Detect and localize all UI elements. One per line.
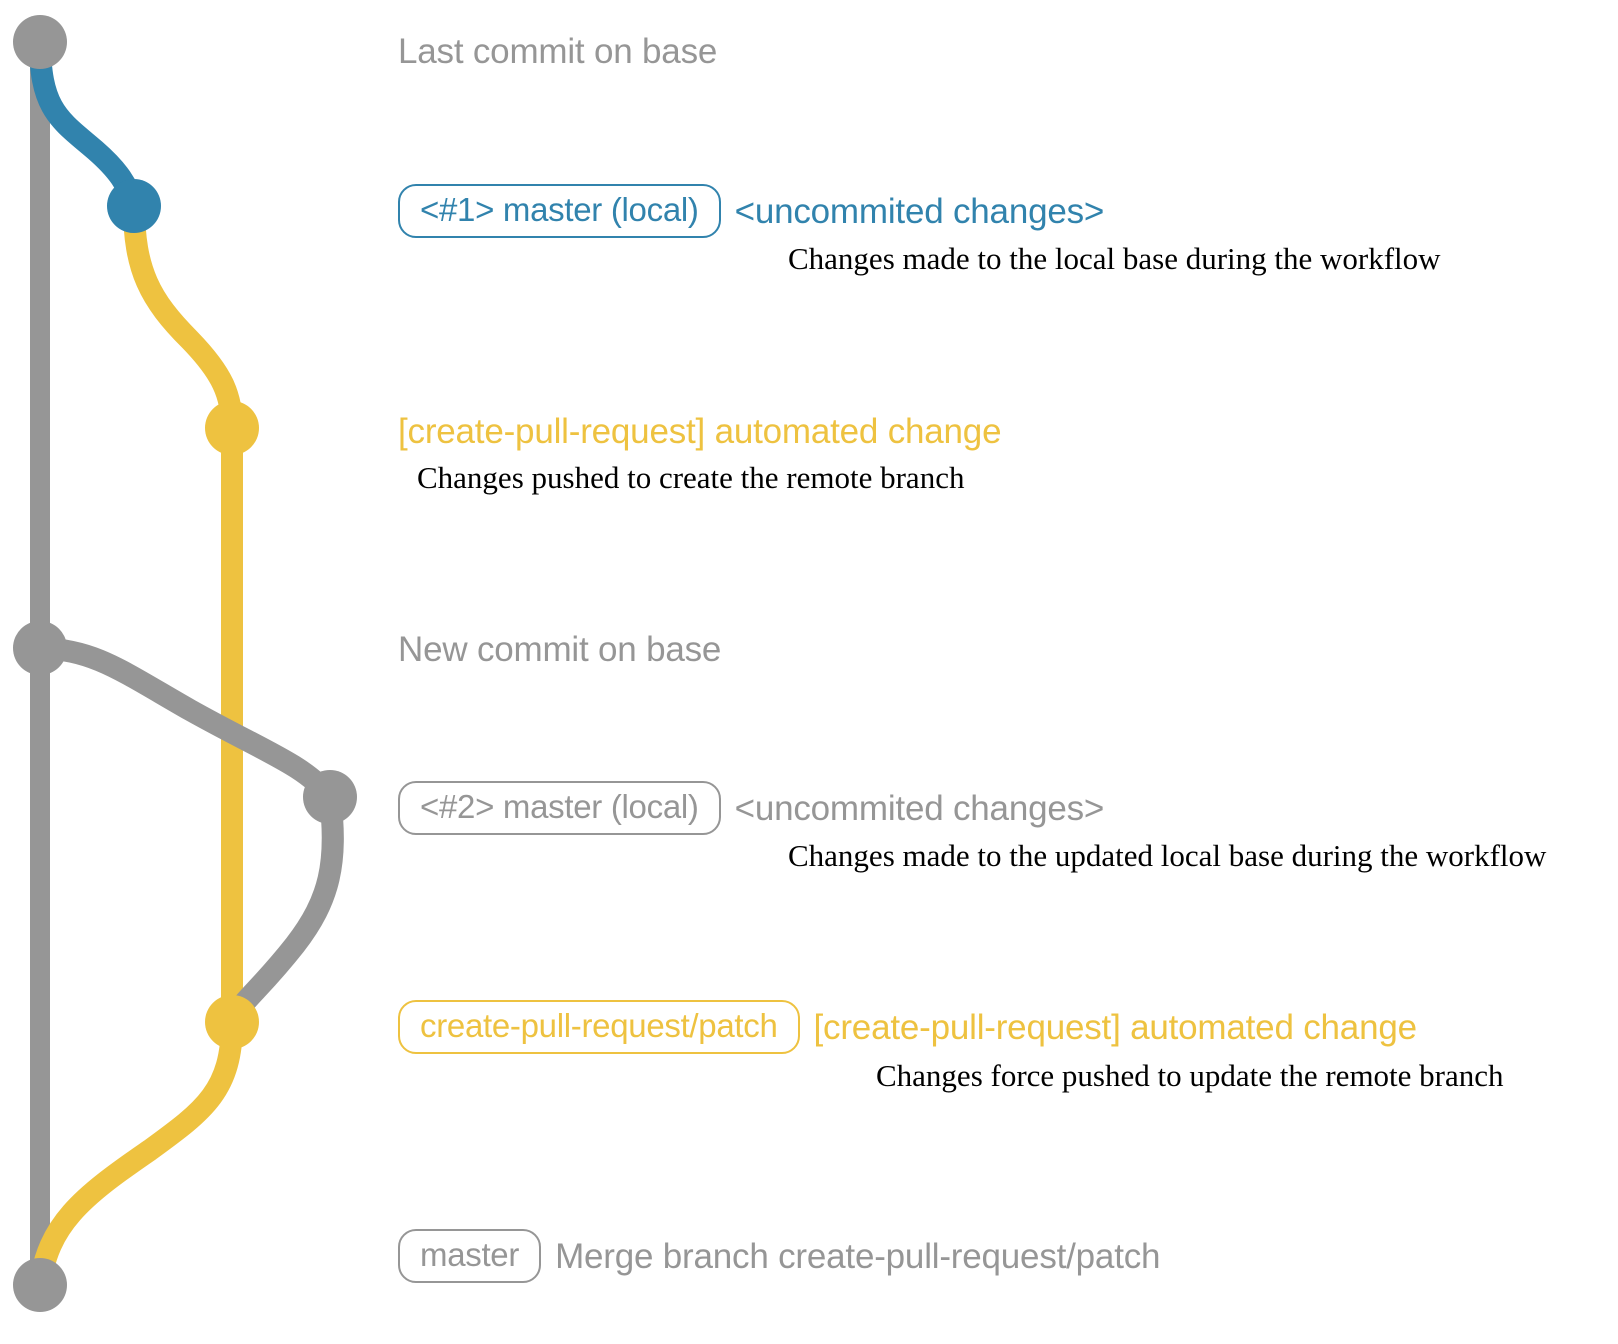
commit-subject-base-new: New commit on base: [398, 630, 722, 669]
row-merge: master Merge branch create-pull-request/…: [398, 1229, 1160, 1283]
commit-node-local-2[interactable]: [303, 770, 357, 824]
commit-subject-local-2: <uncommited changes>: [734, 788, 1105, 828]
row-patch-1: [create-pull-request] automated change: [398, 412, 1002, 451]
commit-node-patch-1[interactable]: [205, 401, 259, 455]
edge-patch2-to-merge: [29, 1011, 243, 1296]
row-new-commit-on-base: New commit on base: [398, 632, 721, 667]
edge-local2-to-patch2: [221, 786, 344, 1033]
branch-badge-local-2[interactable]: <#2> master (local): [398, 781, 721, 835]
row-local-2: <#2> master (local) <uncommited changes>: [398, 781, 1104, 835]
commit-node-patch-2[interactable]: [205, 995, 259, 1049]
commit-subject-base-last: Last commit on base: [398, 32, 718, 71]
row-patch-2: create-pull-request/patch [create-pull-r…: [398, 1000, 1417, 1054]
note-local-2: Changes made to the updated local base d…: [788, 838, 1547, 873]
commit-subject-patch-1: [create-pull-request] automated change: [398, 412, 1002, 451]
branch-badge-local-1[interactable]: <#1> master (local): [398, 184, 721, 238]
branch-badge-master[interactable]: master: [398, 1229, 542, 1283]
commit-node-base-last[interactable]: [13, 15, 67, 69]
note-patch-1: Changes pushed to create the remote bran…: [417, 460, 965, 495]
commit-subject-merge: Merge branch create-pull-request/patch: [555, 1236, 1161, 1276]
note-patch-2: Changes force pushed to update the remot…: [876, 1058, 1504, 1093]
row-local-1: <#1> master (local) <uncommited changes>: [398, 184, 1104, 238]
commit-subject-local-1: <uncommited changes>: [734, 191, 1105, 231]
edge-basenew-to-local2: [29, 637, 341, 808]
note-local-1: Changes made to the local base during th…: [788, 241, 1441, 276]
commit-node-base-merge[interactable]: [13, 1258, 67, 1312]
commit-node-local-1[interactable]: [107, 179, 161, 233]
row-last-commit-on-base: Last commit on base: [398, 34, 717, 69]
commit-graph: [13, 15, 357, 1312]
commit-node-base-new[interactable]: [13, 621, 67, 675]
edge-base-to-local1: [29, 31, 145, 217]
edge-local1-to-patch1: [123, 195, 243, 439]
commit-subject-patch-2: [create-pull-request] automated change: [813, 1007, 1418, 1047]
branch-badge-patch-2[interactable]: create-pull-request/patch: [398, 1000, 800, 1054]
